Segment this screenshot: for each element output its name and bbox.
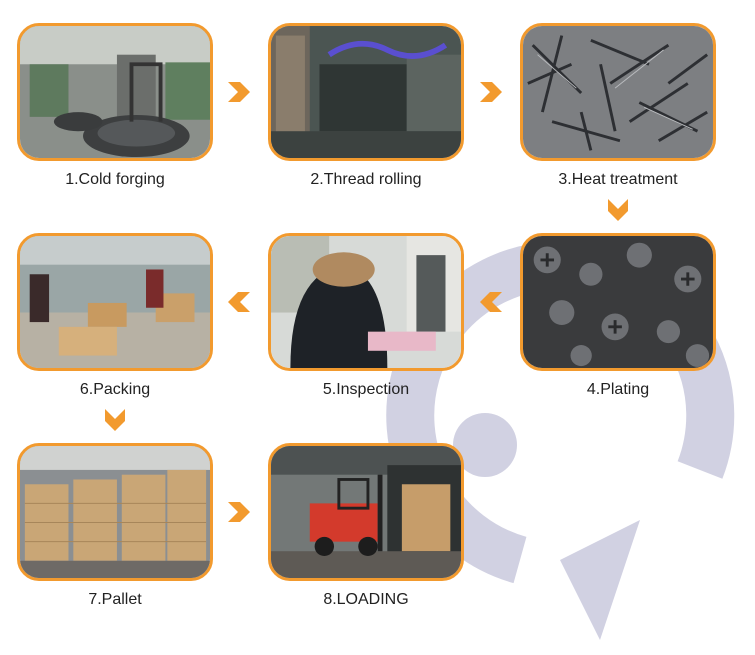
step-label: 2.Thread rolling xyxy=(268,171,464,189)
step-heat-treatment: 3.Heat treatment xyxy=(520,23,716,161)
cold-forging-photo xyxy=(17,23,213,161)
arrow-down-icon xyxy=(103,407,127,433)
arrow-left-icon xyxy=(478,290,504,314)
step-packing: 6.Packing xyxy=(17,233,213,371)
inspection-photo xyxy=(268,233,464,371)
pallet-photo xyxy=(17,443,213,581)
step-pallet: 7.Pallet xyxy=(17,443,213,581)
step-loading: 8.LOADING xyxy=(268,443,464,581)
arrow-right-icon xyxy=(226,500,252,524)
arrow-down-icon xyxy=(606,197,630,223)
step-cold-forging: 1.Cold forging xyxy=(17,23,213,161)
step-label: 6.Packing xyxy=(17,381,213,399)
loading-photo xyxy=(268,443,464,581)
step-label: 7.Pallet xyxy=(17,591,213,609)
step-thread-rolling: 2.Thread rolling xyxy=(268,23,464,161)
step-label: 4.Plating xyxy=(520,381,716,399)
step-label: 8.LOADING xyxy=(268,591,464,609)
packing-photo xyxy=(17,233,213,371)
step-label: 5.Inspection xyxy=(268,381,464,399)
arrow-left-icon xyxy=(226,290,252,314)
heat-treatment-photo xyxy=(520,23,716,161)
step-label: 3.Heat treatment xyxy=(520,171,716,189)
step-label: 1.Cold forging xyxy=(17,171,213,189)
step-inspection: 5.Inspection xyxy=(268,233,464,371)
thread-rolling-photo xyxy=(268,23,464,161)
step-plating: 4.Plating xyxy=(520,233,716,371)
arrow-right-icon xyxy=(478,80,504,104)
arrow-right-icon xyxy=(226,80,252,104)
plating-photo xyxy=(520,233,716,371)
